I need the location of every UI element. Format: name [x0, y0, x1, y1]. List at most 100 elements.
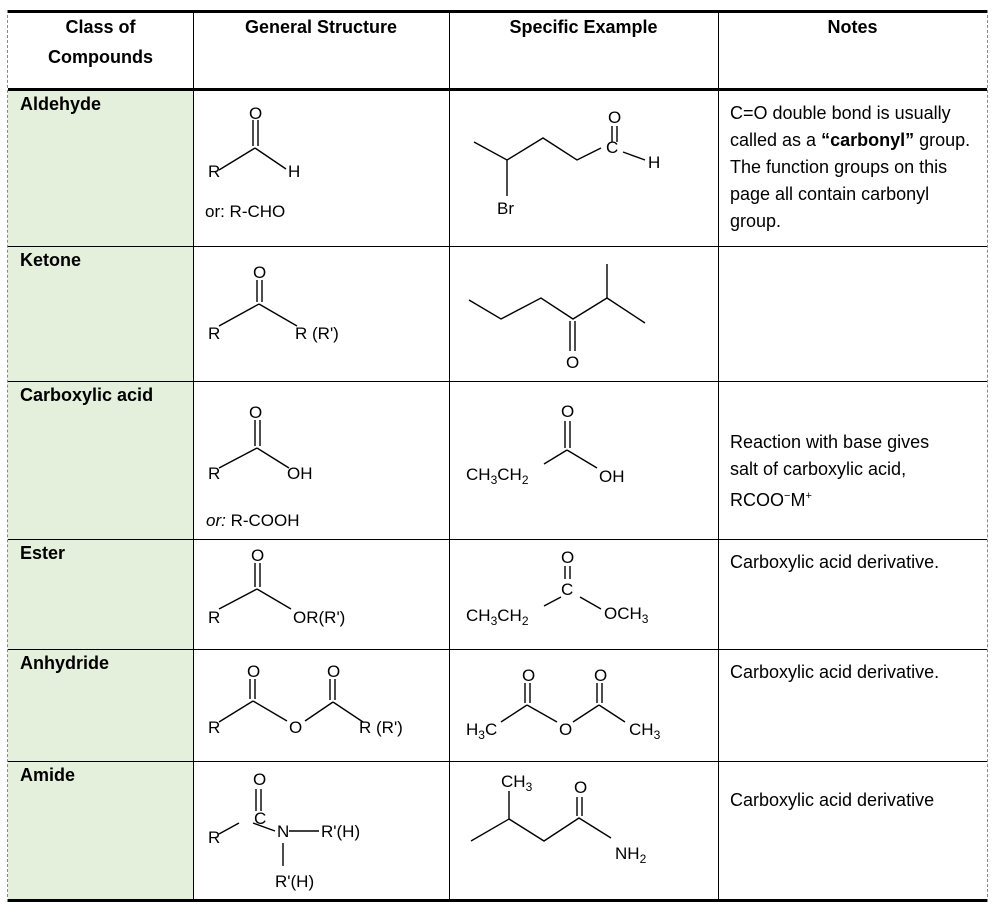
svg-text:R (R'): R (R')	[295, 324, 339, 343]
svg-text:or: R-COOH: or: R-COOH	[206, 511, 300, 530]
svg-text:CH3CH2: CH3CH2	[466, 606, 529, 628]
amide-general-structure: O C N R R'(H) R'(H)	[208, 770, 360, 891]
svg-text:R (R'): R (R')	[359, 718, 403, 737]
svg-text:C: C	[561, 580, 573, 599]
class-name: Ketone	[8, 246, 193, 381]
table-left-edge	[7, 10, 8, 902]
specific-example: CH3 O NH2	[449, 761, 718, 902]
rule-row	[8, 381, 987, 382]
svg-text:O: O	[253, 263, 266, 282]
svg-text:O: O	[574, 778, 587, 797]
aldehyde-specific-structure: O C H Br	[473, 108, 660, 218]
svg-text:O: O	[249, 104, 262, 123]
specific-example: O C CH3CH2 OCH3	[449, 539, 718, 649]
specific-example: O	[449, 246, 718, 381]
rule-top	[8, 10, 987, 13]
header-class: Class of Compounds	[48, 17, 153, 67]
general-structure: O R R (R')	[193, 246, 449, 381]
header-general: General Structure	[244, 17, 398, 37]
svg-text:R: R	[208, 718, 220, 737]
svg-text:R'(H): R'(H)	[275, 872, 314, 891]
svg-text:OCH3: OCH3	[604, 604, 649, 626]
notes-cell: C=O double bond is usually called as a “…	[730, 103, 971, 231]
svg-text:Br: Br	[497, 199, 514, 218]
svg-text:H: H	[648, 153, 660, 172]
svg-text:C: C	[606, 138, 618, 157]
general-structure: O R OR(R')	[193, 539, 449, 649]
svg-text:R: R	[208, 324, 220, 343]
rule-header	[8, 88, 987, 91]
svg-text:O: O	[594, 666, 607, 685]
aldehyde-general-structure: O R H or: R-CHO	[205, 104, 300, 221]
general-structure: O C N R R'(H) R'(H)	[193, 761, 449, 902]
svg-text:or: R-CHO: or: R-CHO	[205, 202, 285, 221]
notes-cell: Carboxylic acid derivative.	[730, 552, 940, 572]
header-notes: Notes	[827, 17, 878, 37]
svg-text:CH3: CH3	[501, 772, 533, 794]
general-structure: O O O R R (R')	[193, 649, 449, 761]
svg-text:O: O	[522, 666, 535, 685]
notes-cell-empty	[718, 246, 987, 381]
ketone-general-structure: O R R (R')	[208, 263, 339, 343]
class-name: Amide	[8, 761, 193, 902]
svg-text:R: R	[208, 162, 220, 181]
svg-text:CH3CH2: CH3CH2	[466, 465, 529, 487]
svg-text:H3C: H3C	[466, 720, 497, 742]
notes-cell: Carboxylic acid derivative	[730, 790, 935, 810]
svg-text:R: R	[208, 608, 220, 627]
table-row-aldehyde: Aldehyde O R H or: R-CHO O C	[8, 90, 987, 246]
rule-row	[8, 539, 987, 540]
specific-example: O O O H3C CH3	[449, 649, 718, 761]
class-name: Carboxylic acid	[8, 381, 193, 539]
general-structure: O R H or: R-CHO	[193, 90, 449, 246]
svg-text:OR(R'): OR(R')	[293, 608, 345, 627]
svg-text:NH2: NH2	[615, 844, 647, 866]
carboxylic-acid-general-structure: O R OH or: R-COOH	[206, 403, 313, 530]
ketone-specific-structure: O	[468, 264, 646, 372]
svg-text:O: O	[289, 718, 302, 737]
notes-cell: Reaction with base gives salt of carboxy…	[730, 432, 930, 510]
svg-text:O: O	[251, 546, 264, 565]
class-name: Anhydride	[8, 649, 193, 761]
table-row-ester: Ester O R OR(R') O C CH3CH2 OCH3	[8, 539, 987, 649]
table-row-carboxylic-acid: Carboxylic acid O R OH or: R-COOH O CH3C…	[8, 381, 987, 539]
svg-text:O: O	[608, 108, 621, 127]
ester-specific-structure: O C CH3CH2 OCH3	[466, 548, 649, 628]
svg-text:N: N	[277, 822, 289, 841]
rule-row	[8, 761, 987, 762]
svg-text:O: O	[561, 402, 574, 421]
rule-row	[8, 649, 987, 650]
col-divider	[718, 10, 719, 902]
header-specific: Specific Example	[509, 17, 658, 37]
ester-general-structure: O R OR(R')	[208, 546, 345, 627]
amide-specific-structure: CH3 O NH2	[470, 772, 647, 866]
table-right-edge	[987, 10, 988, 902]
svg-text:O: O	[566, 353, 579, 372]
svg-text:O: O	[247, 662, 260, 681]
col-divider	[449, 10, 450, 902]
svg-text:O: O	[561, 548, 574, 567]
notes-cell: Carboxylic acid derivative.	[730, 662, 940, 682]
general-structure: O R OH or: R-COOH	[193, 381, 449, 539]
svg-text:OH: OH	[287, 464, 313, 483]
rule-bottom	[8, 899, 987, 902]
col-divider	[193, 10, 194, 902]
svg-text:O: O	[249, 403, 262, 422]
class-name: Aldehyde	[8, 90, 193, 246]
specific-example: O C H Br	[449, 90, 718, 246]
table-row-amide: Amide O C N R R'(H) R'(H)	[8, 761, 987, 902]
svg-text:O: O	[327, 662, 340, 681]
svg-text:C: C	[254, 809, 266, 828]
svg-text:R: R	[208, 828, 220, 847]
class-name: Ester	[8, 539, 193, 649]
svg-text:O: O	[253, 770, 266, 789]
anhydride-specific-structure: O O O H3C CH3	[466, 666, 661, 742]
svg-text:R'(H): R'(H)	[321, 822, 360, 841]
svg-text:CH3: CH3	[629, 720, 661, 742]
specific-example: O CH3CH2 OH	[449, 381, 718, 539]
svg-text:R: R	[208, 464, 220, 483]
compound-table: Class of Compounds General Structure Spe…	[7, 10, 988, 902]
svg-text:O: O	[559, 720, 572, 739]
carboxylic-acid-specific-structure: O CH3CH2 OH	[466, 402, 625, 487]
table-row-anhydride: Anhydride O O O R R (R')	[8, 649, 987, 761]
